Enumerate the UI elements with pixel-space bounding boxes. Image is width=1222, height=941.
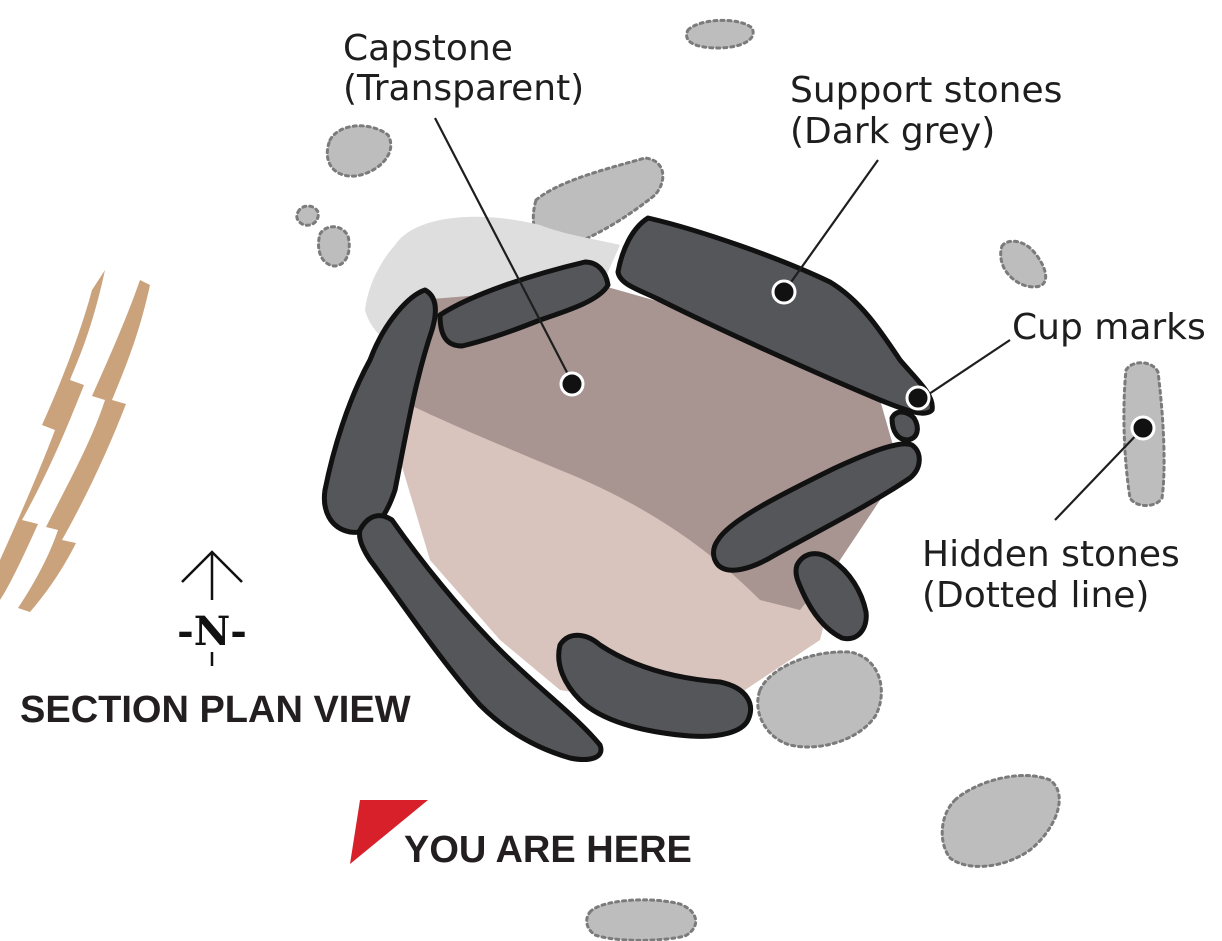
track-path [0,270,150,612]
hidden-stone [319,227,350,266]
support-label: Support stones (Dark grey) [790,70,1074,152]
cup-mark-dot [907,387,929,409]
support-leader [784,160,878,292]
hidden-stone [687,20,754,48]
capstone-dot [561,373,583,395]
north-label: -N- [177,608,247,655]
hidden-stone [297,206,318,225]
section-plan-view-title: SECTION PLAN VIEW [20,689,411,731]
hidden-stone [942,776,1059,867]
cup-marks-label: Cup marks [1012,307,1206,348]
hidden-stone [1001,241,1046,287]
capstone-label: Capstone (Transparent) [343,28,584,109]
cup-leader [920,340,1010,400]
hidden-dot [1132,417,1154,439]
support-stone [892,412,917,440]
hidden-stone [327,126,391,176]
hidden-stone [587,900,696,941]
you-are-here-label: YOU ARE HERE [404,829,692,871]
support-dot [773,281,795,303]
hidden-label: Hidden stones (Dotted line) [922,534,1191,616]
